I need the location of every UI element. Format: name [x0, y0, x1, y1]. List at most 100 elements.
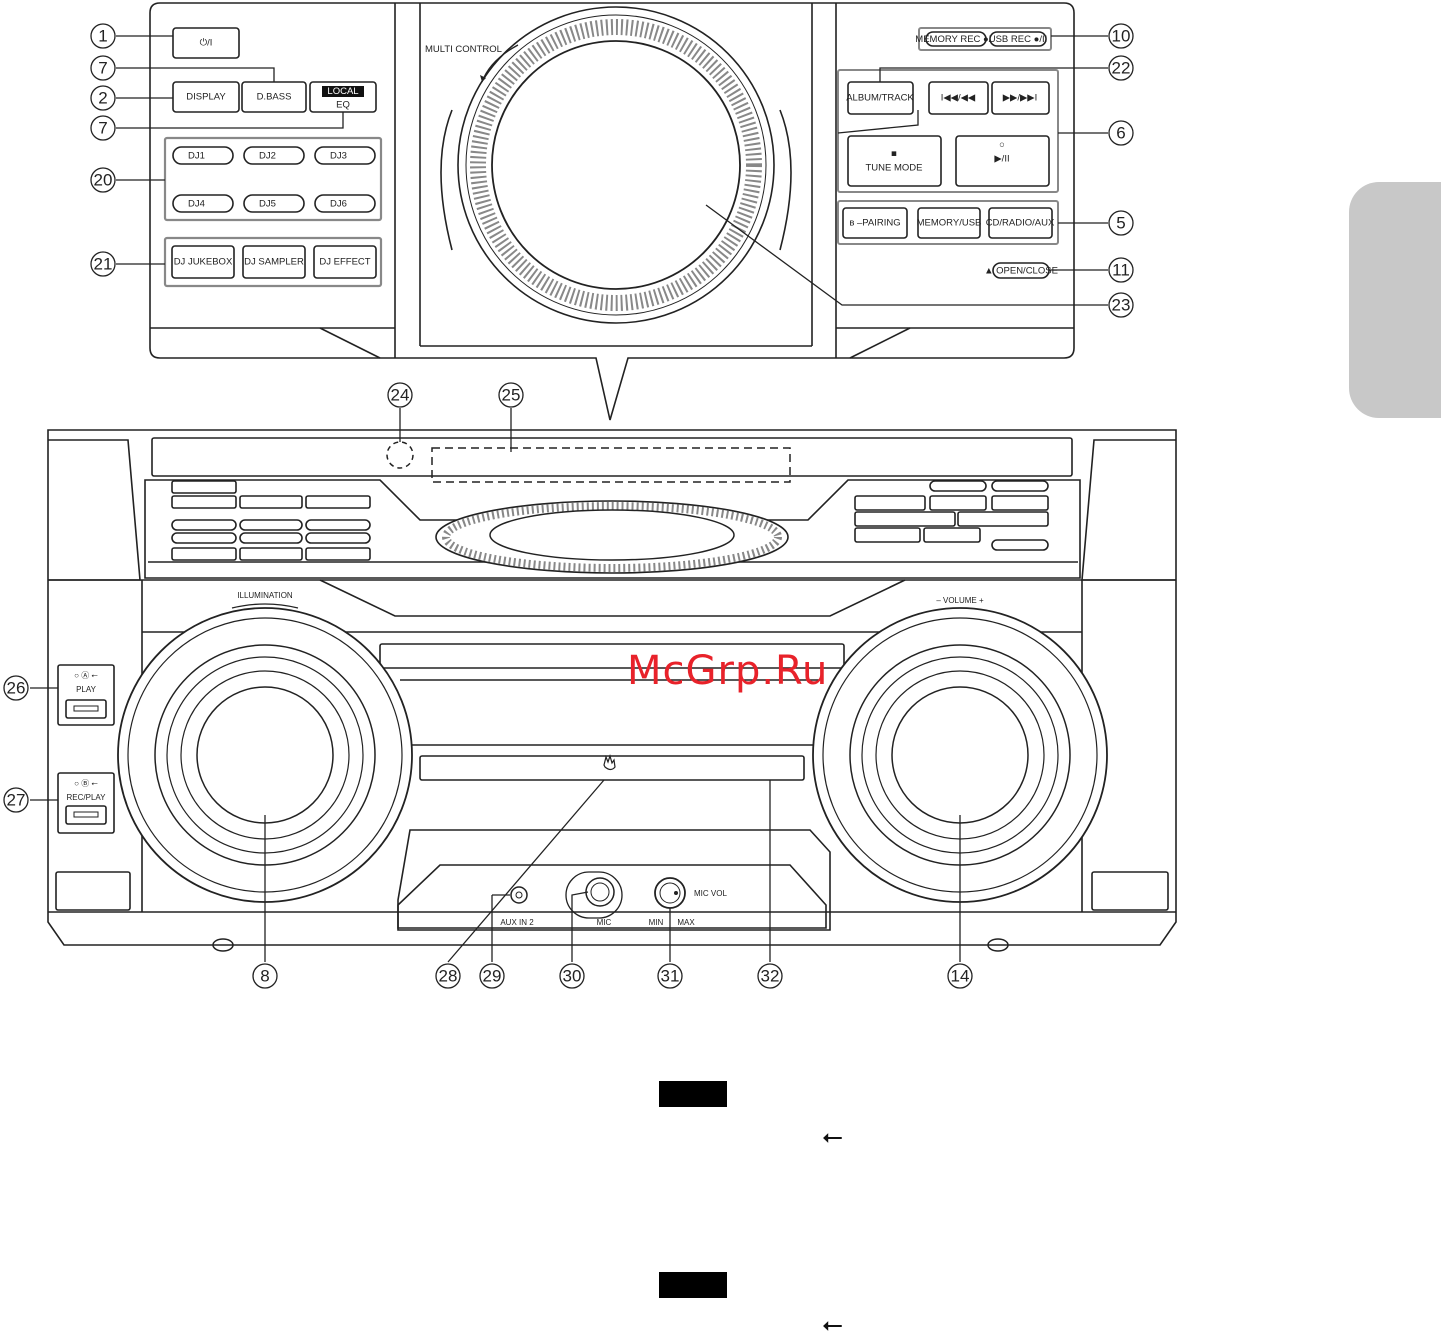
- dj-effect-button[interactable]: [313, 245, 377, 279]
- aux-in-label: AUX IN 2: [500, 918, 534, 927]
- callout-26: 26: [3, 675, 29, 701]
- dj5-label: DJ5: [259, 199, 276, 210]
- tune-mode-label: TUNE MODE: [866, 163, 923, 174]
- display-button-label: DISPLAY: [186, 92, 226, 103]
- svg-text:26: 26: [7, 679, 26, 698]
- svg-text:27: 27: [7, 791, 26, 810]
- stop-tune-mode-button[interactable]: [847, 135, 942, 187]
- dj3-label: DJ3: [330, 151, 347, 162]
- svg-text:6: 6: [1116, 124, 1125, 143]
- dbass-button-label: D.BASS: [257, 92, 292, 103]
- callouts: 1 7 2 7 20 21 10 22 6 5 11 23 24 25 26 2…: [3, 23, 1134, 989]
- display-button[interactable]: [172, 81, 240, 113]
- mic-vol-min-label: MIN: [649, 918, 664, 927]
- dj1-label: DJ1: [188, 151, 205, 162]
- svg-text:28: 28: [439, 967, 458, 986]
- illumination-arrow-icon: [231, 603, 299, 609]
- side-tab: [1349, 182, 1441, 418]
- volume-label: – VOLUME +: [936, 596, 984, 605]
- svg-text:7: 7: [98, 59, 107, 78]
- dj6-button[interactable]: [314, 194, 376, 213]
- callout-32: 32: [757, 963, 783, 989]
- dj-jukebox-label: DJ JUKEBOX: [174, 257, 233, 268]
- dj-sampler-button[interactable]: [242, 245, 306, 279]
- display-window: [431, 447, 791, 483]
- svg-text:2: 2: [98, 89, 107, 108]
- top-left-button-grid: [171, 480, 371, 561]
- usb-b-port[interactable]: [65, 805, 107, 825]
- usb-symbol-icon-2: ⭠: [822, 1310, 843, 1340]
- rotate-arrowhead-icon: [480, 75, 486, 82]
- svg-text:11: 11: [1112, 261, 1130, 280]
- main-unit: ILLUMINATION – VOLUME + ○ Ⓐ ⭠ PLAY ○ Ⓑ ⭠…: [47, 429, 1177, 952]
- usb-rec-button[interactable]: [989, 31, 1047, 47]
- callout-23: 23: [1108, 292, 1134, 318]
- eq-label: EQ: [336, 100, 350, 111]
- svg-text:14: 14: [951, 967, 970, 986]
- dj2-label: DJ2: [259, 151, 276, 162]
- redacted-label-2: [659, 1272, 727, 1298]
- local-badge: [322, 86, 364, 97]
- svg-text:20: 20: [94, 171, 113, 190]
- multi-control-dial[interactable]: [440, 6, 792, 324]
- svg-text:25: 25: [502, 386, 521, 405]
- top-panel-zoom: ⏻/I DISPLAY D.BASS LOCAL EQ DJ1 DJ2 DJ3 …: [149, 2, 1075, 421]
- dj4-label: DJ4: [188, 199, 205, 210]
- callout-28: 28: [435, 963, 461, 989]
- album-track-label: ALBUM/TRACK: [846, 93, 914, 104]
- svg-text:29: 29: [483, 967, 502, 986]
- callout-1: 1: [90, 23, 116, 49]
- callout-22: 22: [1108, 55, 1134, 81]
- multi-control-label: MULTI CONTROL: [425, 44, 502, 55]
- usb-b-indicator: ○ Ⓑ ⭠: [74, 779, 98, 788]
- usb-symbol-icon-1: ⭠: [822, 1122, 843, 1152]
- remote-sensor: [386, 441, 414, 469]
- top-right-button-grid: [854, 480, 1049, 551]
- prev-label: I◀◀/◀◀: [941, 93, 976, 104]
- callout-2: 2: [90, 85, 116, 111]
- play-pause-button[interactable]: [955, 135, 1050, 187]
- callout-8: 8: [252, 963, 278, 989]
- mic-vol-label: MIC VOL: [694, 889, 727, 898]
- dj-pad-group: [163, 136, 383, 222]
- callout-5: 5: [1108, 210, 1134, 236]
- dj3-button[interactable]: [314, 146, 376, 165]
- memory-rec-button[interactable]: [925, 31, 987, 47]
- cd-radio-aux-button[interactable]: [988, 207, 1053, 239]
- callout-31: 31: [657, 963, 683, 989]
- pairing-button[interactable]: [842, 207, 908, 239]
- callout-7b: 7: [90, 115, 116, 141]
- right-speaker-volume-knob[interactable]: [812, 607, 1108, 903]
- mic-jack[interactable]: [585, 877, 615, 907]
- memory-usb-button[interactable]: [917, 207, 981, 239]
- svg-text:5: 5: [1116, 214, 1125, 233]
- callout-30: 30: [559, 963, 585, 989]
- dj4-button[interactable]: [172, 194, 234, 213]
- svg-text:31: 31: [661, 967, 680, 986]
- dj-jukebox-button[interactable]: [171, 245, 235, 279]
- aux-in-jack[interactable]: [510, 886, 528, 904]
- svg-text:23: 23: [1112, 296, 1131, 315]
- power-button[interactable]: [172, 27, 240, 59]
- dj1-button[interactable]: [172, 146, 234, 165]
- play-pause-label: ▶/II: [994, 154, 1009, 165]
- open-close-label: ▲ OPEN/CLOSE: [984, 266, 1058, 277]
- svg-text:30: 30: [563, 967, 582, 986]
- usb-a-port[interactable]: [65, 699, 107, 719]
- dj-sampler-label: DJ SAMPLER: [244, 257, 304, 268]
- callout-29: 29: [479, 963, 505, 989]
- svg-text:21: 21: [94, 255, 113, 274]
- prev-button[interactable]: [928, 81, 989, 115]
- callout-6: 6: [1108, 120, 1134, 146]
- local-label: LOCAL: [327, 86, 358, 97]
- pairing-label: ʙ –PAIRING: [849, 218, 900, 229]
- play-indicator: ○: [999, 140, 1005, 151]
- dj2-button[interactable]: [243, 146, 305, 165]
- rec-group: [918, 27, 1052, 51]
- callout-7a: 7: [90, 55, 116, 81]
- mic-vol-max-label: MAX: [677, 918, 695, 927]
- dj5-button[interactable]: [243, 194, 305, 213]
- next-button[interactable]: [991, 81, 1050, 115]
- touch-hand-icon: [603, 753, 616, 771]
